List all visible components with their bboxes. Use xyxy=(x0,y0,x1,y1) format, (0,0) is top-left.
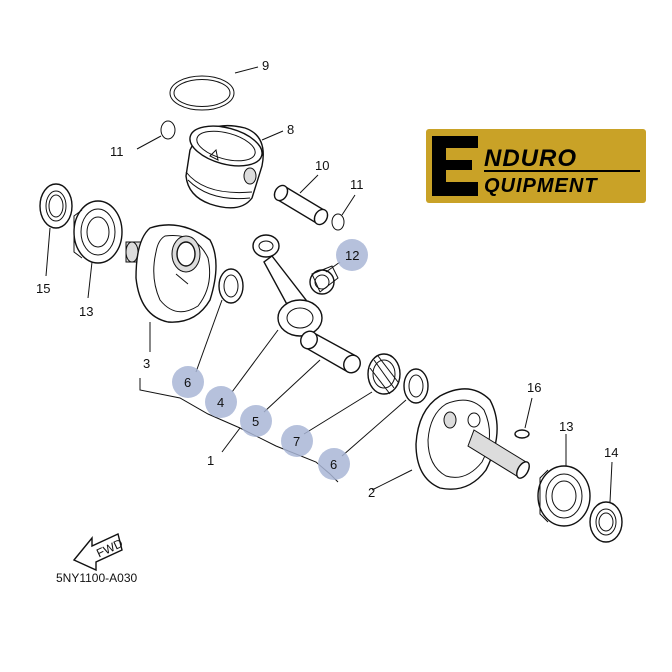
piston-ring xyxy=(169,66,259,111)
enduro-equipment-logo: NDURO QUIPMENT xyxy=(426,129,646,203)
callout-4: 4 xyxy=(217,395,224,410)
callout-3: 3 xyxy=(143,356,150,371)
callout-15: 15 xyxy=(36,281,50,296)
big-end-bearing xyxy=(303,353,401,435)
forward-arrow-icon: FWD xyxy=(72,533,125,572)
callout-13b: 13 xyxy=(559,419,573,434)
crank-web-right xyxy=(371,388,530,491)
piston xyxy=(185,124,284,209)
highlight-badge-4: 4 xyxy=(205,386,237,418)
callout-5: 5 xyxy=(252,414,259,429)
logo-line-2: QUIPMENT xyxy=(484,175,598,197)
callout-16: 16 xyxy=(527,380,541,395)
bearing-left xyxy=(73,200,123,299)
highlight-badge-7: 7 xyxy=(281,425,313,457)
piston-pin xyxy=(273,174,329,226)
forward-label: FWD xyxy=(94,536,125,560)
thrust-washer-left xyxy=(195,268,244,373)
callout-9: 9 xyxy=(262,58,269,73)
callout-2: 2 xyxy=(368,485,375,500)
callout-6b: 6 xyxy=(330,457,337,472)
callout-6a: 6 xyxy=(184,375,191,390)
callout-10: 10 xyxy=(315,158,329,173)
circlip-left xyxy=(136,120,176,150)
bearing-right xyxy=(537,434,591,527)
logo-line-1: NDURO xyxy=(484,145,577,172)
callout-1: 1 xyxy=(207,453,214,468)
diagram-code: 5NY1100-A030 xyxy=(56,571,137,585)
crank-pin xyxy=(263,330,361,413)
small-end-bearing xyxy=(309,261,341,295)
callout-14: 14 xyxy=(604,445,618,460)
callout-12: 12 xyxy=(345,248,359,263)
thrust-washer-right xyxy=(341,368,429,457)
connecting-rod xyxy=(231,234,323,393)
callout-8: 8 xyxy=(287,122,294,137)
circlip-right xyxy=(331,194,356,231)
oil-seal-left xyxy=(39,183,73,277)
highlight-badge-6a: 6 xyxy=(172,366,204,398)
callout-7: 7 xyxy=(293,434,300,449)
highlight-badge-12: 12 xyxy=(336,239,368,271)
woodruff-key xyxy=(514,397,533,439)
crank-web-left xyxy=(125,224,217,352)
highlight-badge-6b: 6 xyxy=(318,448,350,480)
callout-13a: 13 xyxy=(79,304,93,319)
callout-11a: 11 xyxy=(110,144,124,159)
oil-seal-right xyxy=(589,461,623,543)
callout-11b: 11 xyxy=(350,177,364,192)
highlight-badge-5: 5 xyxy=(240,405,272,437)
